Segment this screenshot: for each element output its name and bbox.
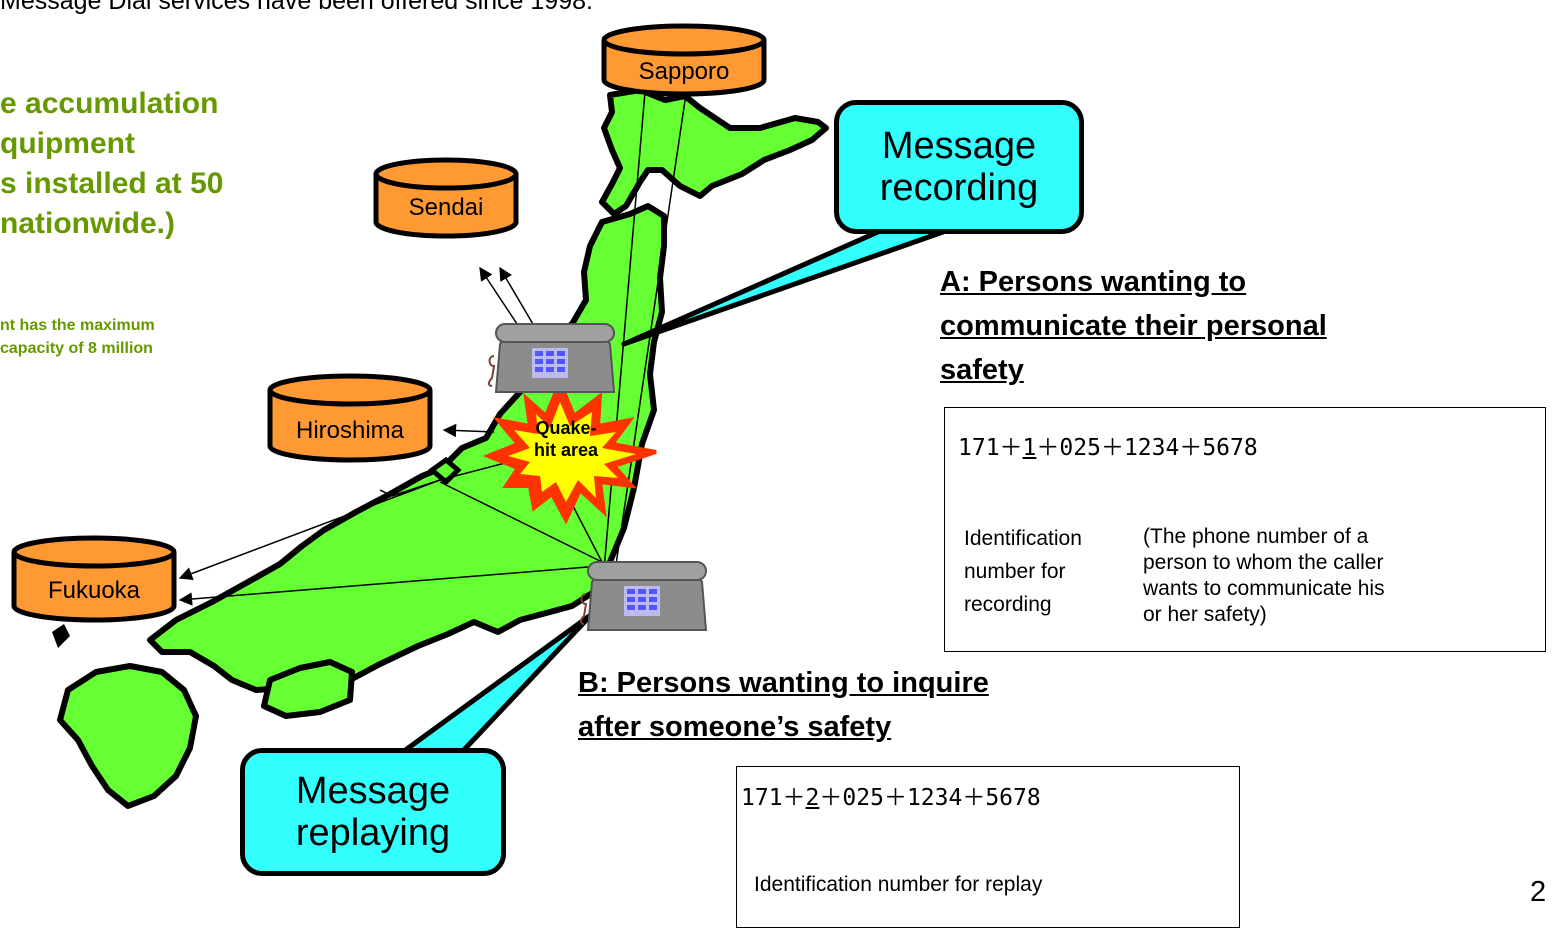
city-label-hiroshima: Hiroshima bbox=[296, 417, 405, 444]
section-a-code-box bbox=[944, 407, 1546, 652]
recording-callout-tail bbox=[621, 221, 963, 347]
shikoku-landmass bbox=[261, 659, 355, 719]
capacity-note: nt has the maximum capacity of 8 million bbox=[0, 314, 155, 360]
hiroshima-cylinder bbox=[267, 373, 433, 463]
code-suffix: ＋025＋1234＋5678 bbox=[819, 785, 1041, 811]
top-caption: Message Dial services have been offered … bbox=[0, 0, 593, 15]
network-line bbox=[439, 481, 603, 563]
kyushu-landmass bbox=[57, 663, 199, 809]
city-label-fukuoka: Fukuoka bbox=[48, 577, 141, 604]
replaying-callout-text: Message bbox=[295, 770, 451, 812]
network-line bbox=[391, 479, 441, 497]
replaying-callout: Message replaying bbox=[240, 748, 506, 876]
section-b-id-label: Identification number for replay bbox=[754, 873, 1043, 896]
quake-burst-inner bbox=[508, 402, 636, 502]
section-a-heading: A: Persons wanting to communicate their … bbox=[940, 262, 1327, 390]
recording-callout: Message recording bbox=[834, 100, 1084, 234]
section-b-heading-line: B: Persons wanting to inquire bbox=[578, 667, 989, 699]
section-a-heading-line: safety bbox=[940, 354, 1024, 386]
phone-label-line: person to whom the caller bbox=[1143, 551, 1384, 574]
network-line bbox=[603, 91, 646, 571]
section-a-code: 171＋1＋025＋1234＋5678 bbox=[958, 428, 1258, 462]
network-line bbox=[379, 489, 393, 497]
section-a-heading-line: communicate their personal bbox=[940, 310, 1327, 342]
equipment-note: e accumulation quipment s installed at 5… bbox=[0, 84, 223, 244]
code-id: 2 bbox=[805, 785, 820, 811]
recording-callout-text: Message bbox=[881, 125, 1037, 167]
city-label-sapporo: Sapporo bbox=[639, 58, 730, 85]
equipment-note-line: quipment bbox=[0, 127, 135, 160]
network-line bbox=[178, 565, 601, 606]
quake-label: hit area bbox=[534, 440, 599, 460]
city-label-sendai: Sendai bbox=[409, 194, 484, 221]
section-b-code: 171＋2＋025＋1234＋5678 bbox=[741, 778, 1041, 812]
capacity-note-line: nt has the maximum bbox=[0, 317, 155, 334]
page-number: 2 bbox=[1530, 876, 1547, 908]
network-line bbox=[178, 479, 441, 581]
section-a-heading-line: A: Persons wanting to bbox=[940, 266, 1247, 298]
code-suffix: ＋025＋1234＋5678 bbox=[1036, 435, 1258, 461]
id-label-line: number for bbox=[964, 560, 1066, 583]
sendai-cylinder bbox=[373, 157, 519, 239]
recording-callout-text: recording bbox=[879, 167, 1039, 209]
code-prefix: 171＋ bbox=[958, 435, 1023, 461]
equipment-note-line: nationwide.) bbox=[0, 207, 175, 240]
hokkaido-landmass bbox=[599, 87, 829, 217]
phone-label-line: wants to communicate his bbox=[1143, 577, 1385, 600]
code-prefix: 171＋ bbox=[741, 785, 806, 811]
equipment-note-line: s installed at 50 bbox=[0, 167, 224, 200]
code-id: 1 bbox=[1022, 435, 1037, 461]
section-a-id-label: Identification number for recording bbox=[964, 524, 1082, 619]
sapporo-cylinder bbox=[601, 23, 767, 97]
network-line bbox=[442, 423, 495, 438]
phone-label-line: or her safety) bbox=[1143, 603, 1267, 626]
fukuoka-cylinder bbox=[11, 535, 177, 623]
section-b-heading: B: Persons wanting to inquire after some… bbox=[578, 663, 989, 747]
section-b-heading-line: after someone’s safety bbox=[578, 711, 892, 743]
equipment-note-line: e accumulation bbox=[0, 87, 219, 120]
quake-label: Quake- bbox=[535, 418, 596, 438]
id-label-line: recording bbox=[964, 593, 1052, 616]
island bbox=[52, 624, 70, 648]
id-label-line: Identification bbox=[964, 527, 1082, 550]
capacity-note-line: capacity of 8 million bbox=[0, 340, 153, 357]
telephone-icon bbox=[580, 561, 708, 631]
section-a-phone-label: (The phone number of a person to whom th… bbox=[1143, 524, 1385, 628]
telephone-icon bbox=[488, 323, 616, 393]
replaying-callout-text: replaying bbox=[295, 812, 451, 854]
phone-label-line: (The phone number of a bbox=[1143, 525, 1369, 548]
